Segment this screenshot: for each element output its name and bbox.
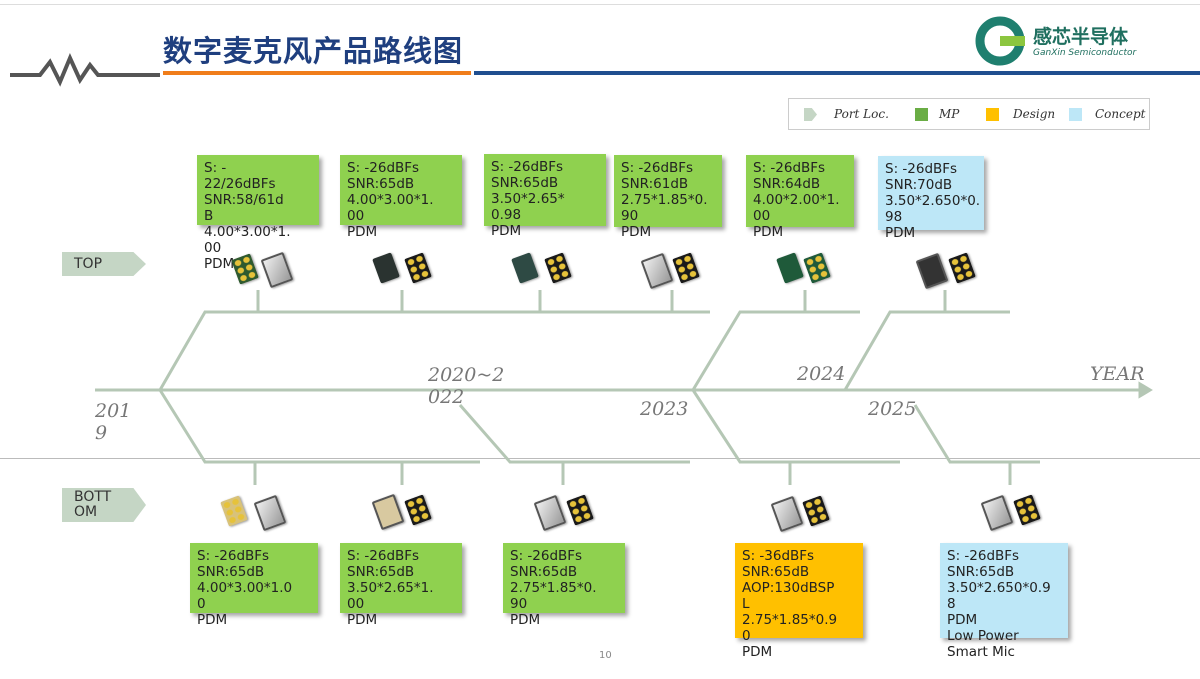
year-2019: 201 9 — [95, 400, 132, 444]
wave-icon — [10, 52, 160, 87]
legend: Port Loc. MP Design Concept — [788, 98, 1150, 130]
legend-mp: MP — [939, 107, 960, 121]
bottom-card-2: S: -26dBFs SNR:65dB 3.50*2.65*1. 00 PDM — [340, 543, 462, 628]
top-card-3: S: -26dBFs SNR:65dB 3.50*2.65* 0.98 PDM — [484, 154, 606, 239]
logo-en: GanXin Semiconductor — [1033, 48, 1137, 58]
port-loc-swatch — [804, 108, 817, 121]
design-swatch — [986, 108, 999, 121]
page-number: 10 — [599, 650, 612, 661]
year-2020-2022: 2020~2 022 — [428, 364, 505, 408]
bottom-card-5: S: -26dBFs SNR:65dB 3.50*2.650*0.9 8 PDM… — [940, 543, 1068, 660]
top-card-6: S: -26dBFs SNR:70dB 3.50*2.650*0. 98 PDM — [878, 156, 984, 241]
year-2023: 2023 — [640, 398, 689, 420]
legend-design: Design — [1013, 107, 1056, 121]
row-label-bottom: BOTT OM — [62, 488, 146, 522]
legend-concept: Concept — [1095, 107, 1146, 121]
year-2024: 2024 — [797, 363, 846, 385]
axis-label-year: YEAR — [1090, 363, 1145, 385]
row-label-top: TOP — [62, 252, 146, 276]
title-underline — [163, 71, 471, 75]
top-card-4: S: -26dBFs SNR:61dB 2.75*1.85*0. 90 PDM — [614, 155, 722, 240]
top-card-5: S: -26dBFs SNR:64dB 4.00*2.00*1. 00 PDM — [746, 155, 854, 240]
logo-cn: 感芯半导体 — [1033, 26, 1129, 48]
legend-port: Port Loc. — [834, 107, 889, 121]
year-2025: 2025 — [868, 398, 917, 420]
logo-icon — [975, 16, 1025, 66]
page-title: 数字麦克风产品路线图 — [163, 34, 464, 68]
mp-swatch — [915, 108, 928, 121]
section-divider — [0, 458, 1200, 459]
header-line — [474, 71, 1200, 75]
logo: 感芯半导体 GanXin Semiconductor — [975, 16, 1175, 66]
bottom-card-3: S: -26dBFs SNR:65dB 2.75*1.85*0. 90 PDM — [503, 543, 625, 628]
top-card-2: S: -26dBFs SNR:65dB 4.00*3.00*1. 00 PDM — [340, 155, 462, 240]
bottom-card-1: S: -26dBFs SNR:65dB 4.00*3.00*1.0 0 PDM — [190, 543, 318, 628]
concept-swatch — [1069, 108, 1082, 121]
top-card-1: S: - 22/26dBFs SNR:58/61d B 4.00*3.00*1.… — [197, 155, 319, 272]
top-rule — [0, 4, 1200, 5]
bottom-card-4: S: -36dBFs SNR:65dB AOP:130dBSP L 2.75*1… — [735, 543, 863, 660]
